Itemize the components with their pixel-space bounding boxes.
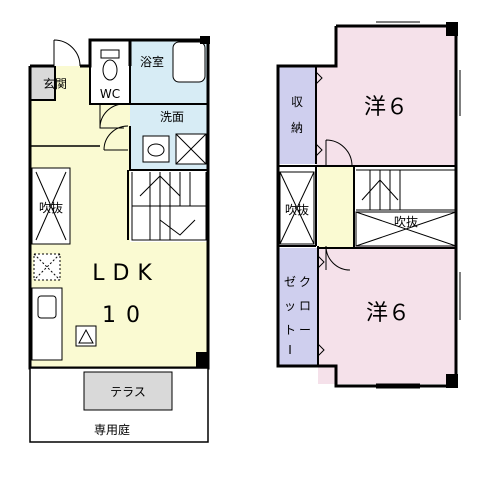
room-bottom-label: 洋６	[366, 301, 410, 326]
stair-arrow-box	[75, 325, 97, 347]
closet-area	[278, 248, 318, 366]
storage-area	[278, 66, 316, 164]
storage-label-2: 納	[291, 121, 303, 135]
terrace-label: テラス	[110, 385, 146, 399]
ldk-label: LDK	[92, 261, 160, 286]
wall-column-3	[446, 22, 458, 36]
storage-label-1: 収	[291, 95, 303, 109]
floor1-walls	[28, 38, 210, 370]
void-left-label: 吹抜	[285, 203, 309, 217]
floor2-walls	[276, 24, 458, 388]
closet-char-1: ゼ	[284, 275, 296, 289]
fridge-space	[33, 253, 61, 281]
entrance-area	[30, 66, 55, 100]
stairs-floor2	[356, 169, 457, 211]
closet-char-5: ト	[284, 323, 296, 337]
kitchen-sink	[37, 295, 57, 319]
genkan-label: 玄関	[43, 76, 67, 91]
bath-label: 浴室	[140, 54, 164, 69]
void-right-label: 吹抜	[394, 215, 418, 229]
garden-label: 専用庭	[94, 422, 130, 437]
closet-label: ゼ ク ッ ロ ト ー I	[284, 275, 311, 357]
closet-door-tick	[317, 255, 325, 269]
storage-door-tick	[315, 71, 323, 85]
bathtub	[172, 41, 206, 83]
room-bottom-area	[318, 246, 456, 384]
room-top-area	[336, 26, 456, 166]
washing-machine-cross	[175, 133, 207, 165]
wc-label: WC	[100, 87, 120, 101]
washroom-door-swing	[103, 125, 129, 151]
void-cross	[35, 171, 67, 241]
void-left-cross	[279, 171, 315, 245]
up-arrow-icon	[78, 328, 94, 344]
closet-char-6: ー	[299, 323, 311, 337]
washbasin-bowl	[147, 143, 165, 157]
toilet-tank	[100, 49, 120, 59]
void-label: 吹抜	[39, 201, 63, 215]
room-top-label: 洋６	[364, 95, 408, 120]
terrace	[83, 371, 173, 411]
wall-column-4	[446, 374, 458, 388]
void-right-cross	[355, 211, 457, 247]
toilet-bowl	[102, 59, 118, 81]
floor-2: 収 納 洋６ 吹抜 吹抜 洋６ ゼ ク ッ ロ ト ー I	[276, 21, 461, 389]
stairs-floor1	[131, 172, 207, 241]
closet-char-3: ッ	[284, 299, 296, 313]
washroom-label: 洗面	[160, 110, 184, 124]
floor-1: 玄関 WC 浴室 洗面 吹抜 LDK 10 テラス 専用庭	[28, 36, 210, 443]
closet-door-tick-2	[317, 343, 325, 357]
wall-column	[196, 352, 208, 368]
room-top-door	[325, 139, 353, 167]
storage-door-tick-2	[315, 143, 323, 157]
room-bottom-door	[325, 245, 351, 271]
closet-char-7: I	[288, 343, 292, 357]
wall-column-2	[200, 36, 210, 44]
ldk-size-label: 10	[102, 303, 150, 328]
entrance-door-swing	[53, 39, 81, 67]
closet-char-2: ク	[299, 275, 311, 289]
hall-area	[318, 166, 354, 248]
closet-char-4: ロ	[299, 299, 311, 313]
